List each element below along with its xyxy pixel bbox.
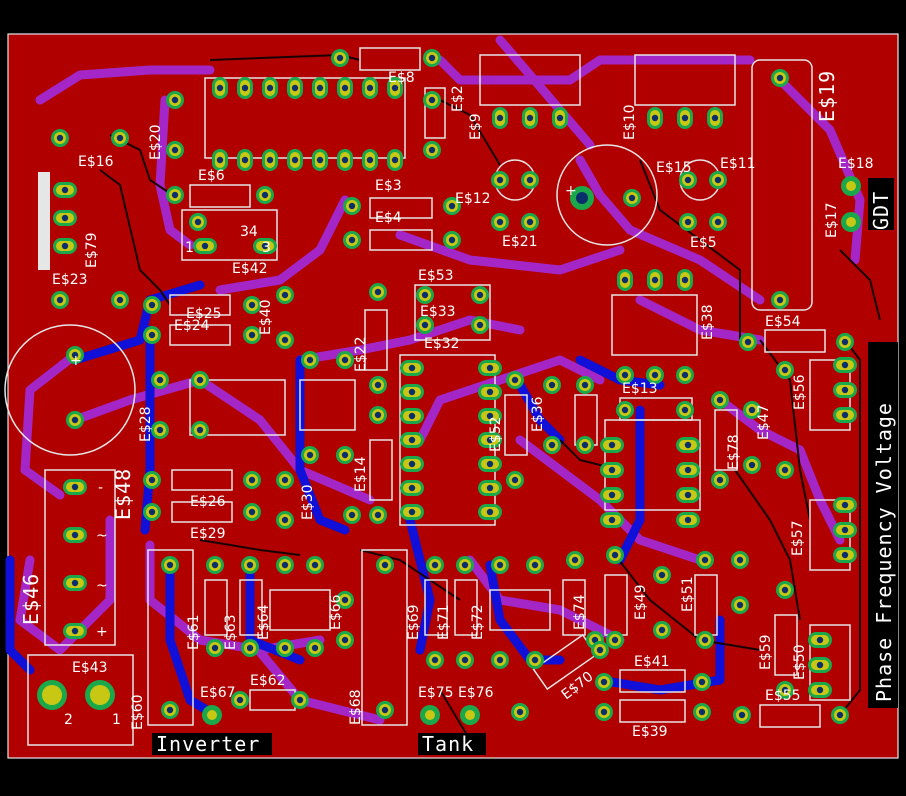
label-e51: E$51 bbox=[680, 576, 696, 612]
label-e69: E$69 bbox=[406, 604, 422, 640]
label-e57: E$57 bbox=[790, 520, 806, 556]
label-e52: E$52 bbox=[488, 416, 504, 452]
label-e76: E$76 bbox=[458, 685, 494, 701]
pin-markers: 1 34 3 + - ~ ~ + 2 1 + bbox=[64, 183, 577, 728]
label-e29: E$29 bbox=[190, 526, 226, 542]
label-e38: E$38 bbox=[700, 304, 716, 340]
label-e62: E$62 bbox=[250, 673, 286, 689]
inverter-label-box bbox=[152, 733, 272, 755]
label-e2: E$2 bbox=[450, 85, 466, 112]
label-e50: E$50 bbox=[792, 644, 808, 680]
pin-tilde2-e48: ~ bbox=[96, 578, 108, 594]
pads bbox=[37, 49, 861, 725]
label-e23: E$23 bbox=[52, 272, 88, 288]
pin-34-e42: 34 bbox=[240, 224, 258, 240]
pin-2-e43: 2 bbox=[64, 712, 73, 728]
label-e17: E$17 bbox=[824, 202, 840, 238]
pin-minus-e48: - bbox=[98, 480, 103, 496]
label-e61: E$61 bbox=[186, 614, 202, 650]
label-e40: E$40 bbox=[258, 299, 274, 335]
label-e11: E$11 bbox=[720, 156, 756, 172]
caption-phase-frequency-voltage: Phase Frequency Voltage bbox=[872, 402, 896, 702]
label-e55: E$55 bbox=[765, 688, 801, 704]
gdt-label-box bbox=[868, 178, 894, 230]
label-e10: E$10 bbox=[622, 104, 638, 140]
label-e25: E$25 bbox=[186, 306, 222, 322]
label-e53: E$53 bbox=[418, 268, 454, 284]
top-traces bbox=[15, 35, 865, 725]
label-e6: E$6 bbox=[198, 168, 225, 184]
caption-inverter: Inverter bbox=[156, 732, 260, 756]
label-e71: E$71 bbox=[436, 604, 452, 640]
label-e22: E$22 bbox=[353, 336, 369, 372]
label-e79: E$79 bbox=[84, 232, 100, 268]
label-e16: E$16 bbox=[78, 154, 114, 170]
label-e32: E$32 bbox=[424, 336, 460, 352]
label-e64: E$64 bbox=[256, 604, 272, 640]
label-e18: E$18 bbox=[838, 156, 874, 172]
label-e4: E$4 bbox=[375, 210, 402, 226]
caption-tank: Tank bbox=[422, 732, 474, 756]
captions: GDT Inverter Tank Phase Frequency Voltag… bbox=[156, 191, 896, 756]
caption-gdt: GDT bbox=[869, 191, 893, 230]
label-e47: E$47 bbox=[756, 404, 772, 440]
tank-label-box bbox=[418, 733, 486, 755]
label-e54: E$54 bbox=[765, 314, 801, 330]
silkscreen bbox=[4, 47, 898, 755]
label-e66: E$66 bbox=[328, 594, 344, 630]
label-e5: E$5 bbox=[690, 235, 717, 251]
label-e49: E$49 bbox=[633, 584, 649, 620]
phase-label-box bbox=[868, 342, 898, 708]
label-e41: E$41 bbox=[634, 654, 670, 670]
label-e39: E$39 bbox=[632, 724, 668, 740]
component-labels: E$8 E$2 E$9 E$10 E$19 E$20 E$16 E$6 E$3 … bbox=[19, 70, 874, 740]
label-e74: E$74 bbox=[572, 594, 588, 630]
pin-tilde1-e48: ~ bbox=[96, 528, 108, 544]
label-e24: E$24 bbox=[174, 318, 210, 334]
label-e72: E$72 bbox=[470, 604, 486, 640]
pin-1-e42: 1 bbox=[185, 240, 194, 256]
label-e42: E$42 bbox=[232, 261, 268, 277]
label-e33: E$33 bbox=[420, 304, 456, 320]
label-e30: E$30 bbox=[300, 484, 316, 520]
label-e15: E$15 bbox=[656, 160, 692, 176]
label-e3: E$3 bbox=[375, 178, 402, 194]
label-e43: E$43 bbox=[72, 660, 108, 676]
label-e63: E$63 bbox=[223, 614, 239, 650]
label-e20: E$20 bbox=[148, 124, 164, 160]
label-e36: E$36 bbox=[530, 396, 546, 432]
label-e68: E$68 bbox=[348, 689, 364, 725]
label-e59: E$59 bbox=[758, 634, 774, 670]
pin-plus-e15: + bbox=[565, 183, 577, 199]
label-e8: E$8 bbox=[388, 70, 415, 86]
pin-plus-e48: + bbox=[70, 353, 82, 369]
label-e48: E$48 bbox=[111, 468, 135, 520]
pin-3-e42: 3 bbox=[262, 240, 271, 256]
label-e46: E$46 bbox=[19, 573, 43, 625]
label-e9: E$9 bbox=[468, 113, 484, 140]
label-e12: E$12 bbox=[455, 191, 491, 207]
label-e67: E$67 bbox=[200, 685, 236, 701]
pin-1-e43: 1 bbox=[112, 712, 121, 728]
label-e14: E$14 bbox=[353, 456, 369, 492]
label-e26: E$26 bbox=[190, 494, 226, 510]
label-e56: E$56 bbox=[792, 374, 808, 410]
label-e28: E$28 bbox=[138, 406, 154, 442]
label-e78: E$78 bbox=[726, 434, 742, 470]
label-e75: E$75 bbox=[418, 685, 454, 701]
pin-plus2-e48: + bbox=[96, 624, 108, 640]
label-e60: E$60 bbox=[130, 694, 146, 730]
label-e13: E$13 bbox=[622, 381, 658, 397]
label-e19: E$19 bbox=[815, 70, 839, 122]
label-e21: E$21 bbox=[502, 234, 538, 250]
